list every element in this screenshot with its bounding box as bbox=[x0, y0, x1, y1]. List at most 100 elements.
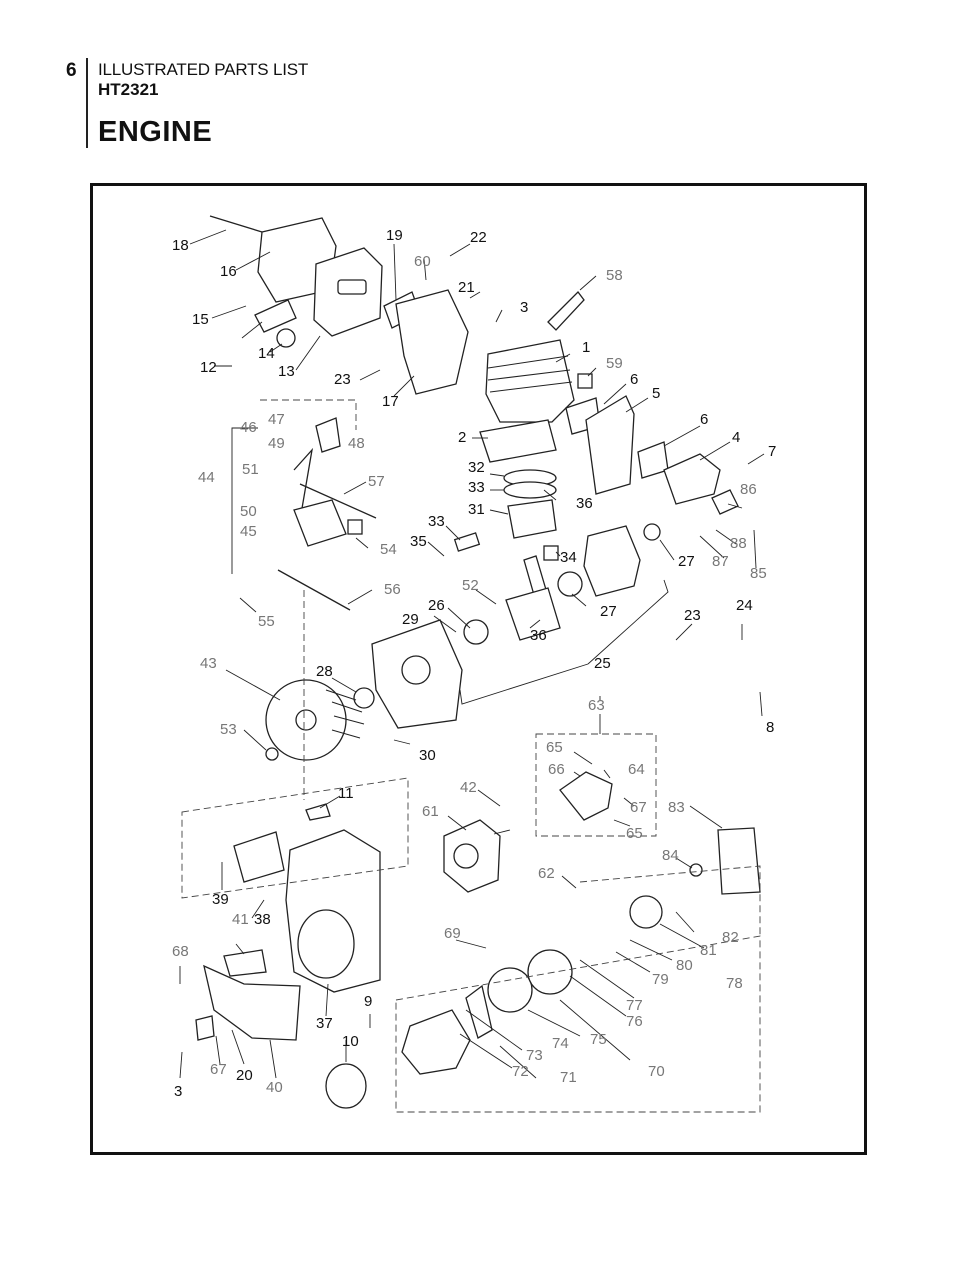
part-label-41: 41 bbox=[232, 911, 249, 928]
part-label-44: 44 bbox=[198, 469, 215, 486]
part-label-36: 36 bbox=[576, 495, 593, 512]
part-label-35: 35 bbox=[410, 533, 427, 550]
collar-55-shape bbox=[347, 519, 363, 535]
bracket-41-shape bbox=[203, 964, 301, 1041]
section-title: ENGINE bbox=[98, 116, 213, 148]
clutch-shoe-shape bbox=[559, 771, 613, 821]
piston-pin-shape bbox=[453, 532, 481, 552]
insulator-shape bbox=[585, 395, 635, 495]
part-label-77: 77 bbox=[626, 997, 643, 1014]
part-label-72: 72 bbox=[512, 1063, 529, 1080]
part-label-57: 57 bbox=[368, 473, 385, 490]
part-label-58: 58 bbox=[606, 267, 623, 284]
part-label-65: 65 bbox=[626, 825, 643, 842]
part-label-85: 85 bbox=[750, 565, 767, 582]
clutch-housing-bore-shape bbox=[453, 843, 479, 869]
part-label-74: 74 bbox=[552, 1035, 569, 1052]
part-label-16: 16 bbox=[220, 263, 237, 280]
cap-10-shape bbox=[325, 1063, 367, 1109]
part-label-52: 52 bbox=[462, 577, 479, 594]
part-label-17: 17 bbox=[382, 393, 399, 410]
part-label-46: 46 bbox=[240, 419, 257, 436]
starter-case-shape bbox=[401, 1009, 471, 1075]
part-label-63: 63 bbox=[588, 697, 605, 714]
part-label-78: 78 bbox=[726, 975, 743, 992]
part-label-76: 76 bbox=[626, 1013, 643, 1030]
part-label-28: 28 bbox=[316, 663, 333, 680]
piston-shape bbox=[507, 499, 557, 539]
part-label-18: 18 bbox=[172, 237, 189, 254]
part-label-43: 43 bbox=[200, 655, 217, 672]
part-label-10: 10 bbox=[342, 1033, 359, 1050]
spark-arrester-shape bbox=[254, 299, 297, 333]
cap-60-shape bbox=[577, 373, 593, 389]
bracket-42-shape bbox=[223, 949, 267, 977]
air-guide-shape bbox=[233, 831, 285, 883]
part-label-64: 64 bbox=[628, 761, 645, 778]
part-label-66: 66 bbox=[548, 761, 565, 778]
part-label-45: 45 bbox=[240, 523, 257, 540]
part-label-53: 53 bbox=[220, 721, 237, 738]
crankcase-half-right-shape bbox=[583, 525, 641, 597]
part-label-23: 23 bbox=[684, 607, 701, 624]
crankcase-bore-shape bbox=[401, 655, 431, 685]
part-label-21: 21 bbox=[458, 279, 475, 296]
wire-59-shape bbox=[277, 569, 351, 611]
part-label-51: 51 bbox=[242, 461, 259, 478]
part-label-39: 39 bbox=[212, 891, 229, 908]
part-label-67: 67 bbox=[630, 799, 647, 816]
diagram-frame bbox=[90, 183, 867, 1155]
page-number: 6 bbox=[66, 60, 77, 81]
part-label-82: 82 bbox=[722, 929, 739, 946]
part-label-12: 12 bbox=[200, 359, 217, 376]
seal-29-shape bbox=[643, 523, 661, 541]
part-label-30: 30 bbox=[419, 747, 436, 764]
gasket-84-shape bbox=[717, 827, 761, 895]
part-label-88: 88 bbox=[730, 535, 747, 552]
part-label-31: 31 bbox=[468, 501, 485, 518]
washer-85-shape bbox=[689, 863, 703, 877]
part-label-37: 37 bbox=[316, 1015, 333, 1032]
part-label-20: 20 bbox=[236, 1067, 253, 1084]
part-label-40: 40 bbox=[266, 1079, 283, 1096]
part-label-7: 7 bbox=[768, 443, 776, 460]
part-drawings bbox=[195, 215, 761, 1109]
part-label-4: 4 bbox=[732, 429, 740, 446]
part-label-32: 32 bbox=[468, 459, 485, 476]
part-label-69: 69 bbox=[444, 925, 461, 942]
fan-cover-opening-shape bbox=[297, 909, 355, 979]
part-label-26: 26 bbox=[428, 597, 445, 614]
part-label-27: 27 bbox=[678, 553, 695, 570]
part-label-84: 84 bbox=[662, 847, 679, 864]
part-label-6: 6 bbox=[630, 371, 638, 388]
part-label-15: 15 bbox=[192, 311, 209, 328]
part-label-3: 3 bbox=[174, 1083, 182, 1100]
cylinder-shape bbox=[485, 339, 575, 423]
part-label-86: 86 bbox=[740, 481, 757, 498]
nut-54-shape bbox=[265, 747, 279, 761]
spring-76-shape bbox=[487, 967, 533, 1013]
part-label-5: 5 bbox=[652, 385, 660, 402]
cylinder-fins-shape bbox=[487, 355, 573, 393]
choke-shape bbox=[711, 489, 739, 515]
part-label-3: 3 bbox=[520, 299, 528, 316]
part-label-2: 2 bbox=[458, 429, 466, 446]
part-label-22: 22 bbox=[470, 229, 487, 246]
part-label-27: 27 bbox=[600, 603, 617, 620]
part-label-13: 13 bbox=[278, 363, 295, 380]
crankshaft-shape bbox=[505, 587, 561, 641]
part-label-11: 11 bbox=[338, 785, 354, 802]
part-label-9: 9 bbox=[364, 993, 372, 1010]
part-label-73: 73 bbox=[526, 1047, 543, 1064]
needle-bearing-shape bbox=[543, 545, 559, 561]
muffler-outlet-shape bbox=[337, 279, 367, 295]
part-label-25: 25 bbox=[594, 655, 611, 672]
part-label-79: 79 bbox=[652, 971, 669, 988]
carb-gasket-shape bbox=[637, 441, 669, 479]
clutch-drum-shape bbox=[629, 895, 663, 929]
part-label-67: 67 bbox=[210, 1061, 227, 1078]
part-label-89: 89 bbox=[0, 0, 17, 4]
part-label-81: 81 bbox=[700, 942, 717, 959]
part-label-75: 75 bbox=[590, 1031, 607, 1048]
document-subtitle: ILLUSTRATED PARTS LIST bbox=[98, 60, 309, 79]
